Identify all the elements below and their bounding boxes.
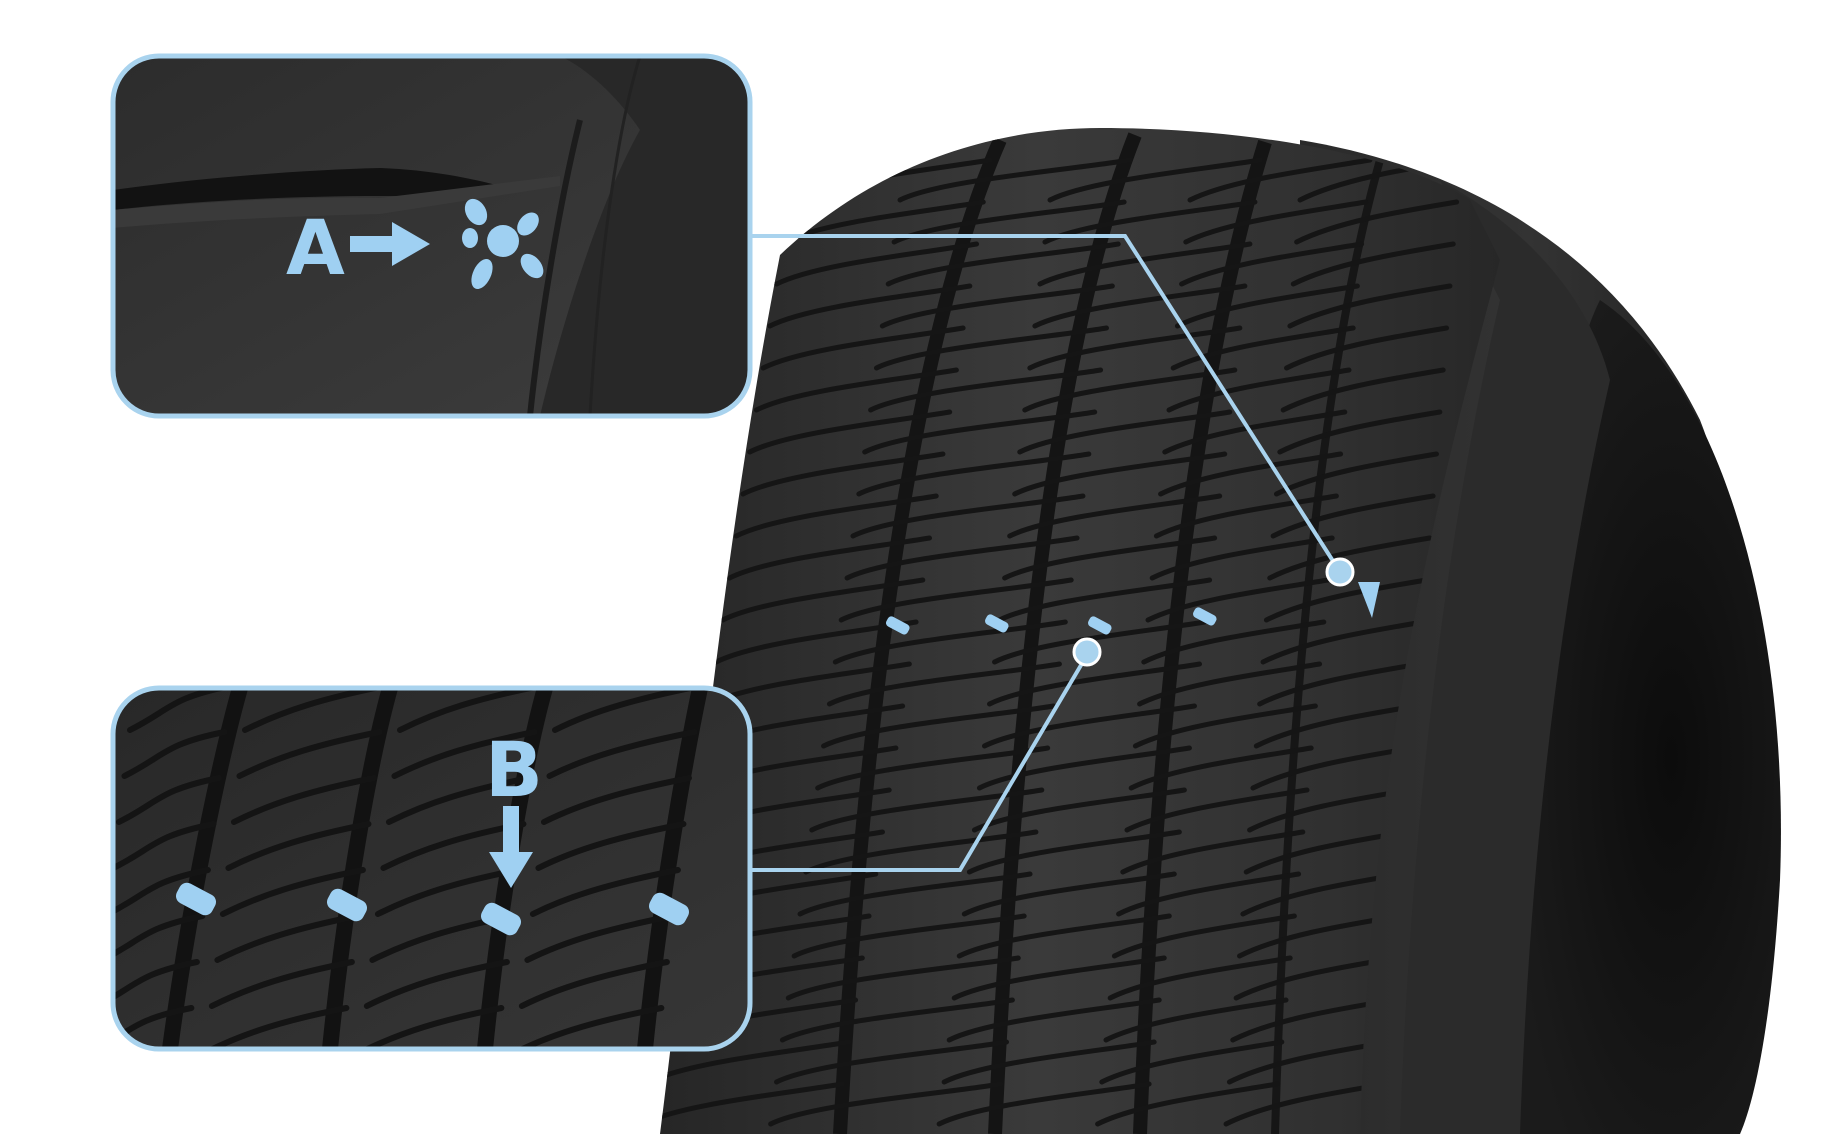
connector-a (752, 234, 1342, 574)
callout-b-label: B (485, 725, 543, 814)
tire-shoulder (1400, 180, 1610, 1134)
connector-a-dot (1325, 557, 1355, 587)
connector-b (752, 653, 1089, 872)
tread-wear-bar (480, 902, 522, 936)
tread-wear-bar (1087, 616, 1112, 635)
tire (660, 128, 1781, 1134)
tread-wear-bar (648, 892, 690, 926)
inset-b: B (110, 685, 753, 1052)
tread-wear-indicator-icon (462, 198, 544, 289)
tread-wear-bar (326, 888, 368, 922)
tread-wear-bars (885, 607, 1217, 635)
callout-connectors (752, 234, 1355, 872)
tread-wear-bar (885, 616, 910, 635)
tread-wear-bar (984, 614, 1009, 633)
arrow-a-icon (350, 222, 430, 266)
tread-wear-bar (175, 882, 217, 916)
tread-wear-marker-icon (1358, 582, 1380, 618)
arrow-b-icon (489, 806, 533, 888)
tread-wear-bar (1192, 607, 1217, 626)
inset-a: A (110, 53, 753, 419)
callout-a-label: A (286, 203, 345, 292)
tread-grooves (660, 132, 1463, 1134)
connector-b-dot (1072, 637, 1102, 667)
